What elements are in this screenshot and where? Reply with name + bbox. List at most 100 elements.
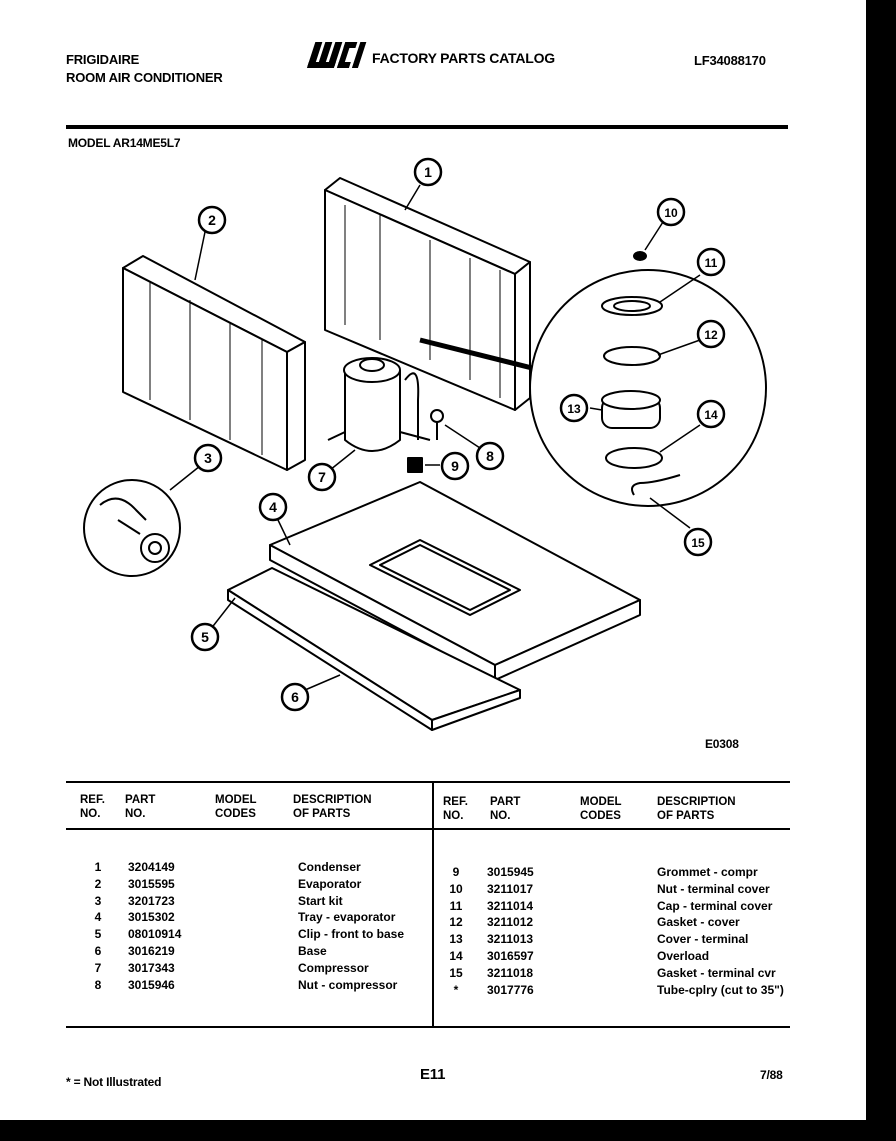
brand-name: FRIGIDAIRE: [66, 52, 140, 67]
header-description: DESCRIPTION OF PARTS: [293, 794, 372, 820]
callout-label: 11: [705, 256, 718, 270]
callout-14: 14: [696, 399, 726, 429]
ref-no-cell: 9: [452, 865, 460, 879]
ref-no-cell: 10: [449, 881, 463, 896]
header-ref-no: REF. NO.: [80, 794, 105, 820]
ref-no-cell: *: [453, 982, 459, 997]
part-no-cell: 08010914: [128, 927, 182, 942]
catalog-page: FRIGIDAIRE ROOM AIR CONDITIONER FACTORY …: [0, 0, 866, 1120]
catalog-title: FACTORY PARTS CATALOG: [372, 50, 555, 66]
description-cell: Nut - compressor: [298, 977, 398, 992]
callout-3: 3: [193, 443, 223, 473]
ref-no-cell: 6: [94, 944, 102, 958]
description-cell: Start kit: [298, 893, 343, 908]
print-date: 7/88: [760, 1068, 783, 1082]
catalog-number: LF34088170: [694, 53, 766, 68]
description-cell: Clip - front to base: [298, 927, 404, 942]
ref-no-cell: 1: [94, 860, 102, 874]
callout-label: 8: [486, 448, 494, 464]
callout-12: 12: [696, 319, 726, 349]
part-no-cell: 3015945: [487, 865, 534, 879]
header-model-codes: MODEL CODES: [215, 794, 257, 820]
part-no-cell: 3201723: [128, 893, 175, 908]
callout-10: 10: [656, 197, 686, 227]
description-cell: Overload: [657, 949, 710, 963]
table-center-divider: [432, 781, 434, 1028]
header-model-codes-right: MODEL CODES: [580, 796, 622, 822]
terminal-parts-illustration: [601, 251, 681, 496]
part-no-cell: 3211017: [487, 881, 534, 896]
description-cell: Evaporator: [298, 876, 362, 891]
callout-label: 5: [201, 629, 209, 645]
description-cell: Grommet - compr: [657, 865, 758, 879]
evaporator-illustration: [122, 255, 306, 471]
table-bottom-rule: [66, 1026, 790, 1028]
table-header-rule: [66, 828, 790, 830]
header-rule: [66, 125, 788, 129]
description-cell: Compressor: [298, 960, 369, 975]
callout-1: 1: [413, 157, 443, 187]
part-no-cell: 3016597: [487, 949, 534, 963]
part-no-cell: 3017343: [128, 960, 175, 975]
footnote: * = Not Illustrated: [66, 1075, 162, 1089]
ref-no-cell: 7: [94, 960, 102, 975]
callout-label: 10: [664, 206, 678, 220]
part-no-cell: 3015595: [128, 876, 175, 891]
part-no-cell: 3211013: [487, 932, 534, 947]
part-no-cell: 3015302: [128, 910, 175, 925]
callout-7: 7: [307, 462, 337, 492]
callout-label: 14: [704, 408, 718, 422]
part-no-cell: 3211014: [487, 898, 534, 913]
evaporator-tray-illustration: [269, 481, 641, 681]
callout-label: 1: [424, 164, 432, 180]
compressor-illustration: [327, 357, 444, 473]
part-no-cell: 3204149: [128, 860, 175, 874]
part-no-cell: 3211012: [487, 915, 534, 930]
condenser-illustration: [324, 177, 531, 411]
table-top-rule: [66, 781, 790, 783]
callout-4: 4: [258, 492, 288, 522]
callout-label: 13: [567, 402, 581, 416]
ref-no-cell: 3: [94, 893, 102, 908]
callout-15: 15: [683, 527, 713, 557]
ref-no-cell: 11: [449, 898, 463, 913]
header-part-no: PART NO.: [125, 794, 156, 820]
part-no-cell: 3016219: [128, 944, 175, 958]
callout-label: 12: [704, 328, 718, 342]
description-cell: Cap - terminal cover: [657, 898, 773, 913]
part-no-cell: 3017776: [487, 982, 534, 997]
callout-label: 7: [318, 469, 326, 485]
ref-no-cell: 2: [94, 876, 102, 891]
description-cell: Base: [298, 944, 327, 958]
ref-no-cell: 13: [449, 932, 463, 947]
description-cell: Condenser: [298, 860, 361, 874]
terminal-detail-circle: [529, 269, 767, 507]
callout-2: 2: [197, 205, 227, 235]
ref-no-cell: 4: [94, 910, 102, 925]
start-kit-illustration: [99, 497, 170, 563]
callout-8: 8: [475, 441, 505, 471]
figure-code: E0308: [705, 737, 739, 751]
callout-label: 2: [208, 212, 216, 228]
part-no-cell: 3211018: [487, 965, 534, 980]
callout-label: 6: [291, 689, 299, 705]
callout-11: 11: [696, 247, 726, 277]
callout-label: 3: [204, 450, 212, 466]
callout-label: 4: [269, 499, 277, 515]
description-cell: Nut - terminal cover: [657, 881, 770, 896]
wci-logo: [306, 42, 367, 68]
ref-no-cell: 14: [449, 949, 463, 963]
callout-label: 9: [451, 458, 459, 474]
callout-label: 15: [691, 536, 705, 550]
product-name: ROOM AIR CONDITIONER: [66, 70, 223, 85]
model-number: MODEL AR14ME5L7: [68, 136, 181, 150]
callout-6: 6: [280, 682, 310, 712]
description-cell: Tray - evaporator: [298, 910, 396, 925]
callout-5: 5: [190, 622, 220, 652]
header-part-no-right: PART NO.: [490, 796, 521, 822]
description-cell: Gasket - cover: [657, 915, 740, 930]
description-cell: Tube-cplry (cut to 35"): [657, 982, 784, 997]
part-no-cell: 3015946: [128, 977, 175, 992]
ref-no-cell: 8: [94, 977, 102, 992]
